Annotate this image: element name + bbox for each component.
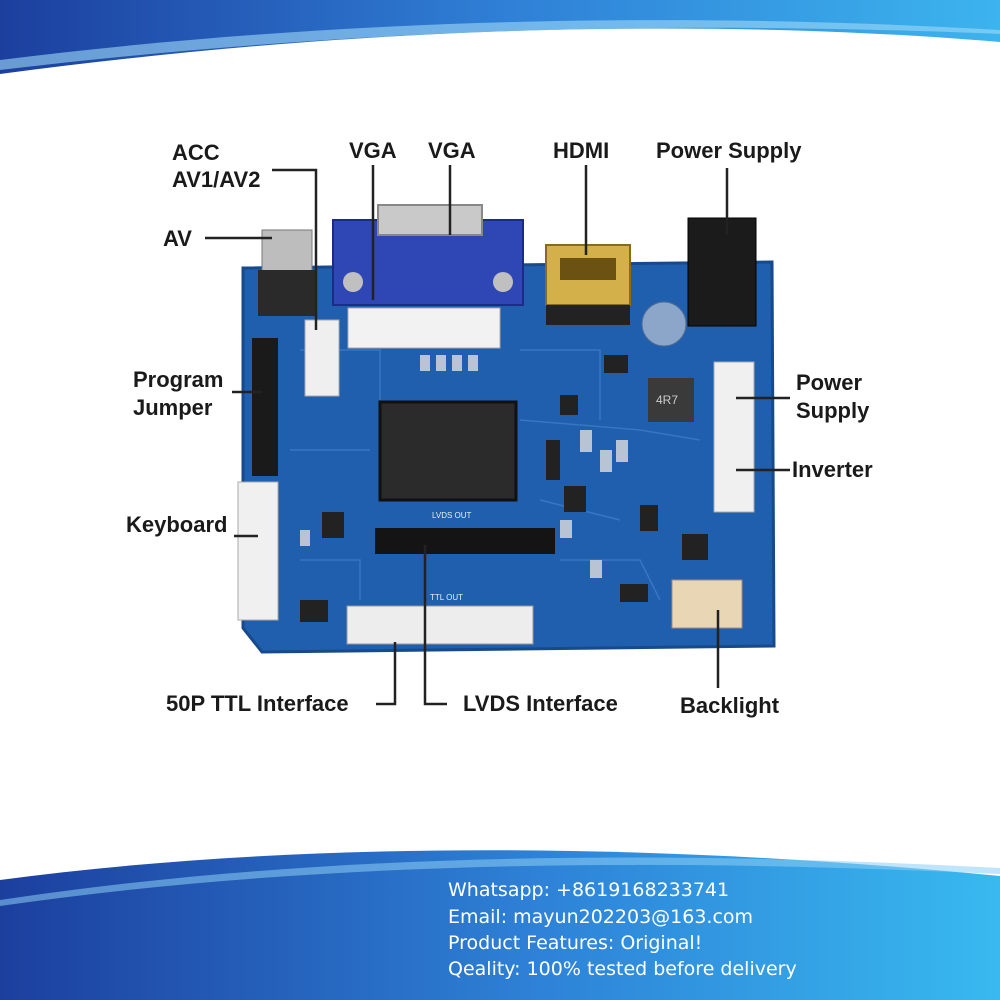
label-keyboard: Keyboard <box>126 512 228 537</box>
program-jumper-pins <box>252 338 278 476</box>
lvds-pins <box>375 528 555 554</box>
leader-ttl <box>376 642 397 706</box>
vga-header <box>347 307 501 349</box>
label-vga-2: VGA <box>428 138 476 163</box>
label-ttl-interface: 50P TTL Interface <box>166 691 349 716</box>
main-chip <box>378 400 518 502</box>
power-inverter-header <box>713 361 755 513</box>
label-power-right: Power <box>796 370 863 395</box>
label-acc: ACC <box>172 140 220 165</box>
svg-text:LVDS OUT: LVDS OUT <box>432 511 472 520</box>
label-jumper: Jumper <box>133 395 213 420</box>
label-av: AV <box>163 226 192 251</box>
ttl-fpc <box>346 605 534 645</box>
leader-acc <box>272 168 318 330</box>
leader-lvds <box>423 545 447 706</box>
label-av1-av2: AV1/AV2 <box>172 167 261 192</box>
contact-features: Product Features: Original! <box>448 932 703 954</box>
acc-header <box>304 319 340 397</box>
power-jack <box>687 217 757 327</box>
contact-quality: Qeality: 100% tested before delivery <box>448 958 797 980</box>
label-vga-1: VGA <box>349 138 397 163</box>
label-backlight: Backlight <box>680 693 780 718</box>
label-program: Program <box>133 367 224 392</box>
svg-text:TTL OUT: TTL OUT <box>430 593 463 602</box>
label-power-supply-top: Power Supply <box>656 138 802 163</box>
inductor <box>648 378 694 422</box>
svg-text:4R7: 4R7 <box>656 393 678 407</box>
label-lvds-interface: LVDS Interface <box>463 691 618 716</box>
backlight-connector <box>671 579 743 629</box>
label-hdmi: HDMI <box>553 138 610 163</box>
keyboard-header <box>237 481 279 621</box>
contact-email: Email: mayun202203@163.com <box>448 906 754 928</box>
capacitor <box>641 301 687 347</box>
contact-whatsapp: Whatsapp: +8619168233741 <box>448 879 730 901</box>
label-inverter: Inverter <box>792 457 873 482</box>
label-supply-right: Supply <box>796 398 870 423</box>
